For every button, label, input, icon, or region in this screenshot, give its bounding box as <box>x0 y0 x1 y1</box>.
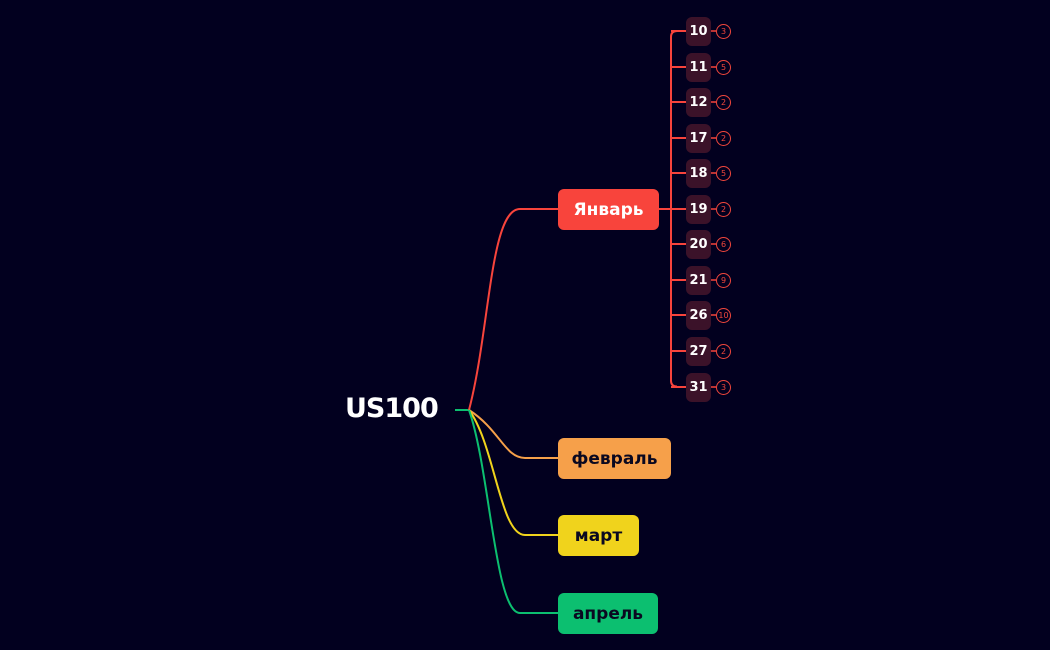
day-node-11[interactable]: 11 <box>686 53 711 82</box>
day-count-badge: 5 <box>716 165 731 181</box>
link-root-january <box>468 208 558 411</box>
day-count-badge: 2 <box>716 94 731 110</box>
root-node-label: US100 <box>345 393 439 424</box>
month-node-march[interactable]: март <box>558 515 639 556</box>
day-count-badge: 3 <box>716 379 731 395</box>
day-node-17[interactable]: 17 <box>686 124 711 153</box>
day-node-21[interactable]: 21 <box>686 266 711 295</box>
day-count-badge: 5 <box>716 59 731 75</box>
link-root-february <box>468 409 558 459</box>
day-count-badge: 3 <box>716 23 731 39</box>
month-node-april[interactable]: апрель <box>558 593 658 634</box>
day-node-31[interactable]: 31 <box>686 373 711 402</box>
day-count-badge: 10 <box>716 307 731 323</box>
link-root-march <box>468 409 558 536</box>
link-root-april <box>468 409 558 614</box>
day-node-18[interactable]: 18 <box>686 159 711 188</box>
day-count-badge: 6 <box>716 236 731 252</box>
day-node-27[interactable]: 27 <box>686 337 711 366</box>
day-count-badge: 9 <box>716 272 731 288</box>
day-node-26[interactable]: 26 <box>686 301 711 330</box>
day-node-10[interactable]: 10 <box>686 17 711 46</box>
month-node-january[interactable]: Январь <box>558 189 659 230</box>
day-count-badge: 2 <box>716 130 731 146</box>
day-node-19[interactable]: 19 <box>686 195 711 224</box>
month-node-february[interactable]: февраль <box>558 438 671 479</box>
day-count-badge: 2 <box>716 343 731 359</box>
day-count-badge: 2 <box>716 201 731 217</box>
day-node-20[interactable]: 20 <box>686 230 711 259</box>
day-node-12[interactable]: 12 <box>686 88 711 117</box>
